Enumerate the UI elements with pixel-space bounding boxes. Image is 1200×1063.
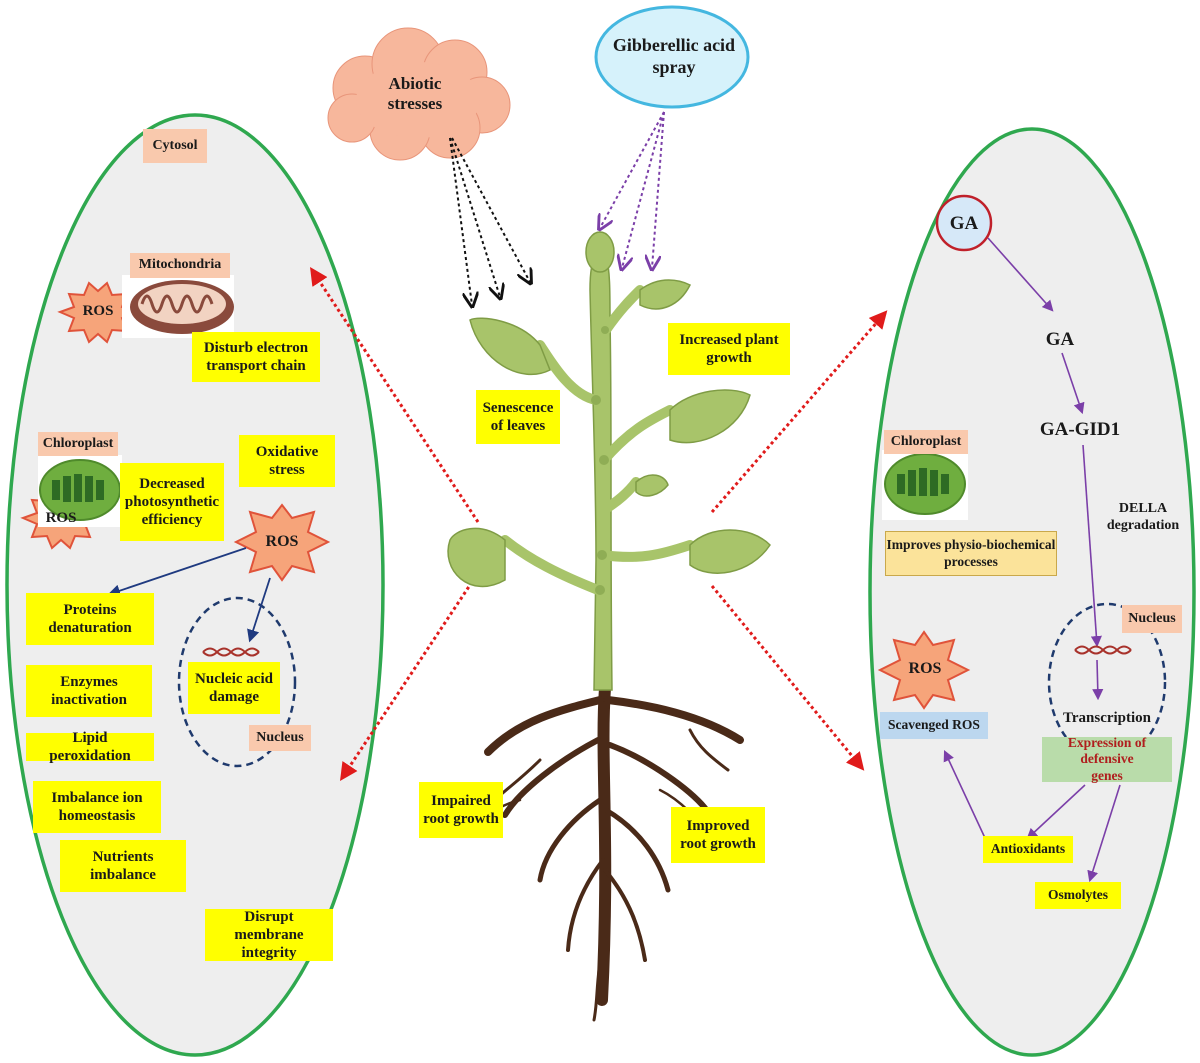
abiotic-stresses-label: Abiotic stresses <box>387 73 443 113</box>
chloroplast-icon <box>882 450 968 520</box>
ga-spray-arrows <box>600 111 665 268</box>
transcription-label: Transcription <box>1062 710 1152 726</box>
ga-signaling-arrows <box>943 237 1121 883</box>
antioxidants-box: Antioxidants <box>983 836 1073 863</box>
ros-center-label: ROS <box>265 533 299 551</box>
nucleic-acid-box: Nucleic acid damage <box>188 662 280 714</box>
cloud-shape <box>327 27 511 161</box>
improves-box: Improves physio-biochemical processes <box>885 531 1057 576</box>
expression-box: Expression of defensive genes <box>1042 735 1172 783</box>
right-cell-ellipse <box>868 127 1196 1057</box>
left-chloroplast-tag: Chloroplast <box>38 432 118 456</box>
ros-right-label: ROS <box>908 660 942 678</box>
ga-gid1-label: GA-GID1 <box>1039 418 1121 440</box>
right-chloroplast-tag: Chloroplast <box>884 430 968 454</box>
gibberellic-acid-label: Gibberellic acid spray <box>612 35 736 77</box>
nutrients-imbalance-box: Nutrients imbalance <box>60 840 186 892</box>
della-degradation-label: DELLA degradation <box>1106 501 1180 533</box>
oval-shape <box>594 5 750 109</box>
mitochondria-icon <box>122 275 234 338</box>
stress-effect-arrows <box>310 266 888 782</box>
ros-effect-arrows <box>107 547 271 643</box>
ga-circle <box>935 194 993 252</box>
disrupt-membrane-box: Disrupt membrane integrity <box>205 909 333 961</box>
left-nucleus-tag: Nucleus <box>249 725 311 751</box>
proteins-denaturation-box: Proteins denaturation <box>26 593 154 645</box>
decreased-photosynthetic-box: Decreased photosynthetic efficiency <box>120 463 224 541</box>
chloroplast-icon <box>38 455 122 527</box>
ros-mito-label: ROS <box>82 303 114 319</box>
ros-star-icon <box>877 630 971 710</box>
cytosol-tag: Cytosol <box>143 129 207 163</box>
left-nucleus-membrane <box>177 596 297 768</box>
right-nucleus-membrane <box>1047 602 1167 762</box>
oxidative-stress-box: Oxidative stress <box>239 435 335 487</box>
right-nucleus-tag: Nucleus <box>1122 605 1182 633</box>
senescence-box: Senescence of leaves <box>476 390 560 444</box>
increased-growth-box: Increased plant growth <box>668 323 790 375</box>
ros-chloro-label: ROS <box>45 510 77 526</box>
impaired-root-box: Impaired root growth <box>419 782 503 838</box>
scavenged-ros-box: Scavenged ROS <box>880 712 988 739</box>
ga-circle-label: GA <box>949 212 979 234</box>
dna-icon <box>1074 645 1132 655</box>
mitochondria-tag: Mitochondria <box>130 253 230 278</box>
lipid-peroxidation-box: Lipid peroxidation <box>26 730 154 764</box>
ros-star-icon <box>233 503 331 582</box>
improved-root-box: Improved root growth <box>671 807 765 863</box>
dna-icon <box>202 647 260 657</box>
ga-label: GA <box>1045 328 1075 350</box>
plant-illustration <box>447 231 771 1022</box>
osmolytes-box: Osmolytes <box>1035 882 1121 909</box>
disturb-etc-box: Disturb electron transport chain <box>192 332 320 382</box>
imbalance-ion-box: Imbalance ion homeostasis <box>33 781 161 833</box>
enzymes-inactivation-box: Enzymes inactivation <box>26 665 152 717</box>
abiotic-stress-arrows <box>449 137 530 305</box>
